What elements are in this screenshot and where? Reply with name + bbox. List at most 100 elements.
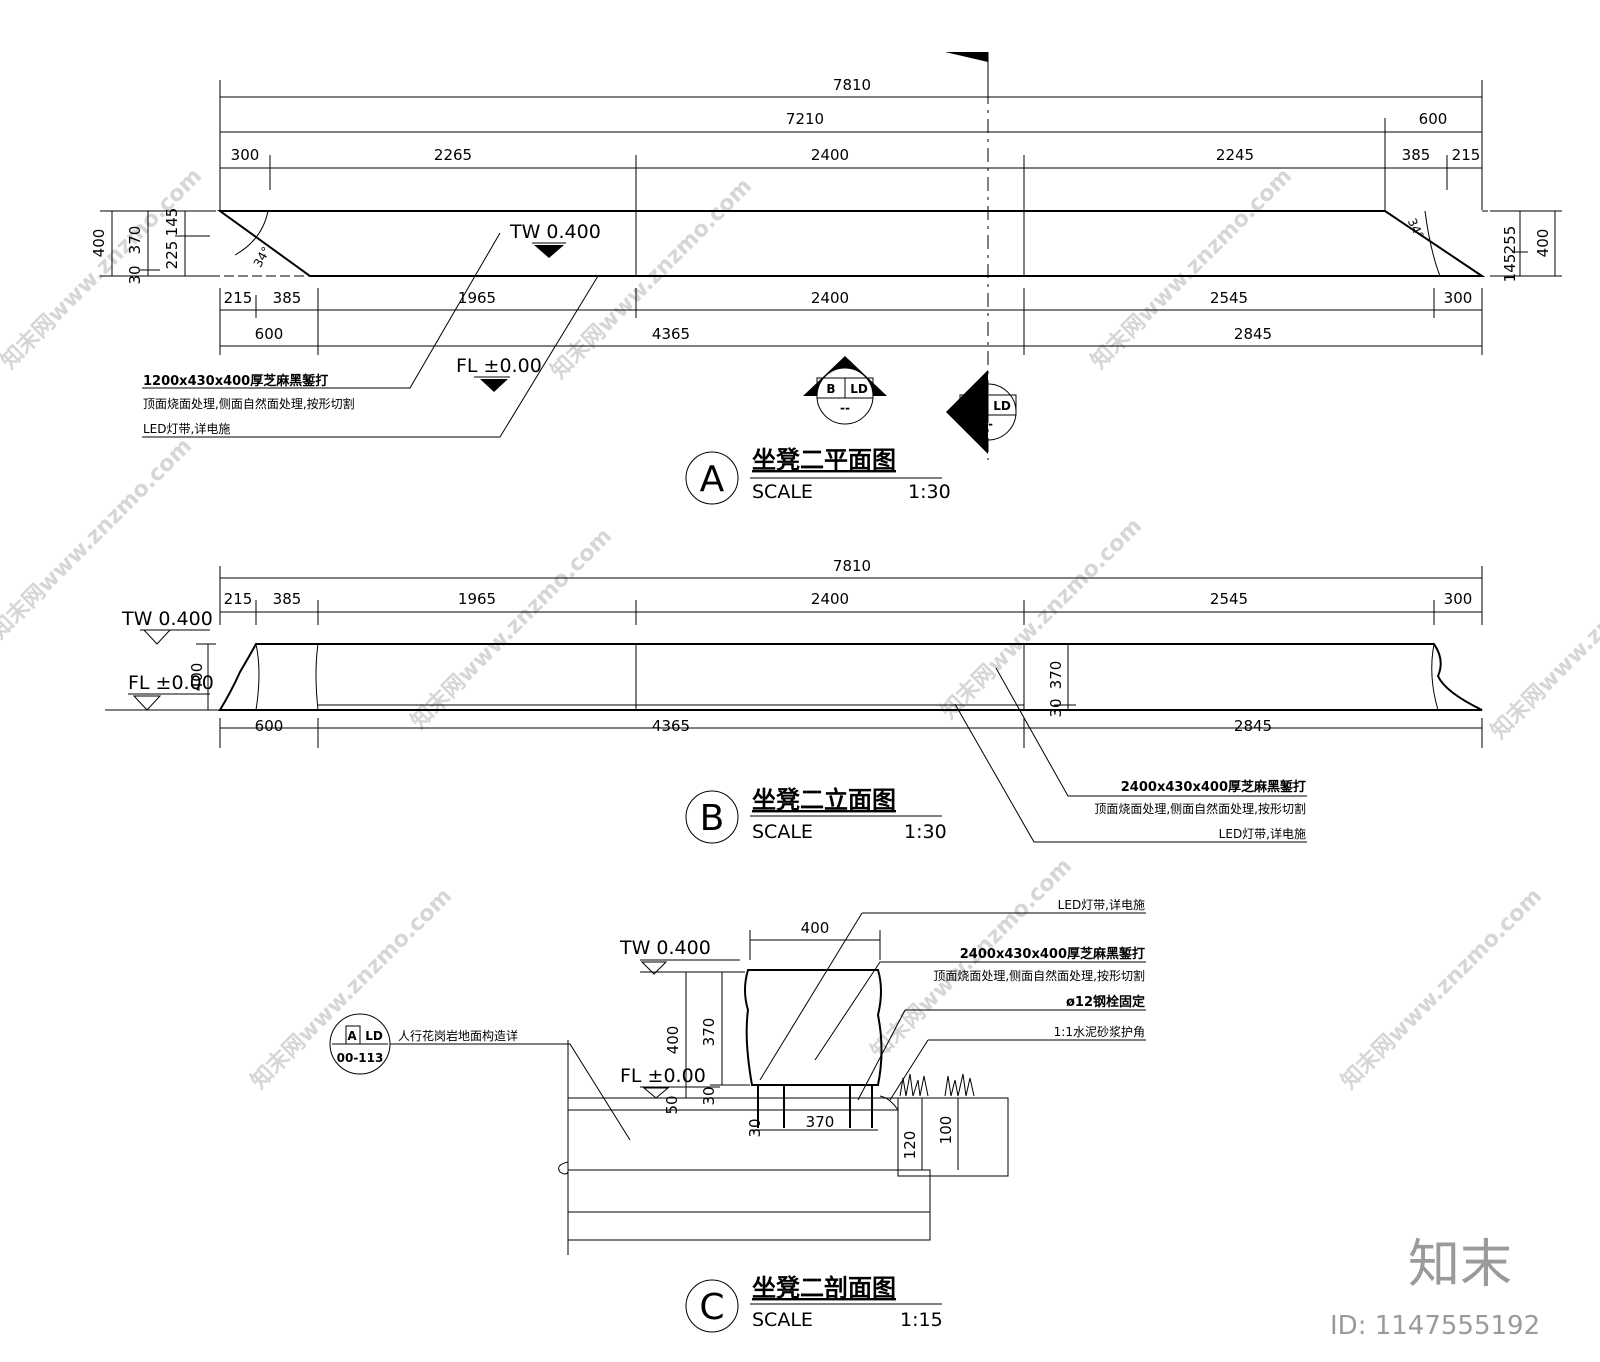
dim-385: 385 <box>1402 146 1431 164</box>
elev-dim-30: 30 <box>1047 698 1065 717</box>
sec-tw-label: TW 0.400 <box>619 937 711 959</box>
dim-b-2400: 2400 <box>811 289 849 307</box>
dim-215: 215 <box>1452 146 1481 164</box>
sec-dim-bottom: 370 <box>806 1113 835 1131</box>
sec-title-label: C <box>699 1287 724 1328</box>
sec-note-pin: ø12钢栓固定 <box>1066 994 1145 1010</box>
watermark-text: 知末网www.znzmo.com <box>1486 533 1600 744</box>
sec-note-stone: 2400x430x400厚芝麻黑錾打 <box>960 946 1145 962</box>
elev-dim-600: 600 <box>255 717 284 735</box>
dim-7210: 7210 <box>786 110 824 128</box>
callout-c-letter: C <box>970 399 979 413</box>
elevation-view: 7810 215 385 1965 2400 2545 300 370 30 4… <box>105 557 1483 844</box>
sec-dim-top: 400 <box>801 919 830 937</box>
dim-2265: 2265 <box>434 146 472 164</box>
watermark-text: 知末网www.znzmo.com <box>936 513 1147 724</box>
plan-title-ring <box>685 451 739 505</box>
sec-tw-marker-icon <box>640 961 668 975</box>
dim-left-145: 145 <box>163 208 181 237</box>
elev-dim-4365: 4365 <box>652 717 690 735</box>
dim-b-1965: 1965 <box>458 289 496 307</box>
section-flag-icon <box>945 52 988 62</box>
section-callout-c[interactable]: C LD -- <box>946 370 1017 454</box>
dim-right-145: 145 <box>1501 254 1519 283</box>
callout-c-sheet: LD <box>993 399 1011 413</box>
paving-ref-letter: A <box>347 1029 357 1043</box>
bench-elevation-outline <box>218 643 1483 711</box>
dim-left-225: 225 <box>163 241 181 270</box>
dim-left-370: 370 <box>126 226 144 255</box>
elev-note-finish: 顶面烧面处理,侧面自然面处理,按形切割 <box>1094 801 1306 816</box>
dim-600: 600 <box>1419 110 1448 128</box>
plan-title: 坐凳二平面图 <box>752 446 896 474</box>
dim-right-255: 255 <box>1501 226 1519 255</box>
elev-fl-label: FL ±0.00 <box>128 672 214 694</box>
plan-note-stone: 1200x430x400厚芝麻黑錾打 <box>143 373 328 389</box>
elev-title-ring <box>685 790 739 844</box>
plan-scale: 1:30 <box>908 481 951 503</box>
elev-dim-2545: 2545 <box>1210 590 1248 608</box>
section-callout-b[interactable]: B LD -- <box>803 356 887 425</box>
elev-dim-2400: 2400 <box>811 590 849 608</box>
elev-tw-label: TW 0.400 <box>121 608 213 630</box>
elev-fl-marker-icon <box>132 695 162 711</box>
dim-overall: 7810 <box>833 76 871 94</box>
sec-note-led: LED灯带,详电施 <box>1058 897 1145 912</box>
sec-dim-370: 370 <box>700 1018 718 1047</box>
elev-dim-215: 215 <box>224 590 253 608</box>
elev-title: 坐凳二立面图 <box>752 786 896 814</box>
gravel-layer <box>567 1169 931 1213</box>
dim-b-2845: 2845 <box>1234 325 1272 343</box>
callout-c-num: -- <box>983 417 993 431</box>
sec-title-ring <box>685 1279 739 1333</box>
elev-dim-370: 370 <box>1047 661 1065 690</box>
sec-dim-a: 30 <box>746 1118 764 1137</box>
callout-b-sheet: LD <box>850 382 868 396</box>
sec-dim-400: 400 <box>664 1026 682 1055</box>
sec-scale: 1:15 <box>900 1309 943 1331</box>
plan-note-led: LED灯带,详电施 <box>143 421 230 436</box>
elev-note-stone: 2400x430x400厚芝麻黑錾打 <box>1121 779 1306 795</box>
sec-title: 坐凳二剖面图 <box>752 1274 896 1302</box>
sec-dim-d: 120 <box>901 1131 919 1160</box>
brand-logo: 知末 <box>1408 1235 1512 1295</box>
fl-level-marker-icon <box>480 379 508 392</box>
sec-note-mortar: 1:1水泥砂浆护角 <box>1054 1024 1145 1039</box>
section-view: 400 400 370 30 370 30 50 <box>329 897 1146 1333</box>
elev-tw-marker-icon <box>142 629 172 645</box>
sec-note-finish: 顶面烧面处理,侧面自然面处理,按形切割 <box>933 968 1145 983</box>
paving-ref-num: 00-113 <box>337 1051 384 1065</box>
plan-scale-word: SCALE <box>752 481 813 503</box>
paving-surface-layer <box>567 1097 899 1111</box>
dim-300: 300 <box>231 146 260 164</box>
elev-dim-2845: 2845 <box>1234 717 1272 735</box>
compacted-soil-layer <box>567 1211 931 1241</box>
watermark-text: 知末网www.znzmo.com <box>1336 883 1547 1094</box>
paving-detail-callout[interactable]: A LD 00-113 <box>329 1013 391 1075</box>
dim-b-4365: 4365 <box>652 325 690 343</box>
dim-b-215: 215 <box>224 289 253 307</box>
stone-block-section <box>744 969 883 1086</box>
grass-icon <box>899 1073 975 1097</box>
dim-b-2545: 2545 <box>1210 289 1248 307</box>
sec-dim-b: 50 <box>663 1095 681 1114</box>
dim-2400: 2400 <box>811 146 849 164</box>
tw-level-marker-icon <box>534 245 564 258</box>
callout-b-num: -- <box>840 401 850 415</box>
concrete-base-layer <box>567 1109 899 1171</box>
dim-b-385: 385 <box>273 289 302 307</box>
dim-left-400: 400 <box>90 229 108 258</box>
dim-b-600: 600 <box>255 325 284 343</box>
dim-2245: 2245 <box>1216 146 1254 164</box>
sec-note-paving: 人行花岗岩地面构造详 <box>398 1028 518 1043</box>
fl-level-label: FL ±0.00 <box>456 355 542 377</box>
dim-right-400: 400 <box>1534 229 1552 258</box>
elev-dim-1965: 1965 <box>458 590 496 608</box>
elev-dim-385: 385 <box>273 590 302 608</box>
tw-level-label: TW 0.400 <box>509 221 601 243</box>
elev-dim-overall: 7810 <box>833 557 871 575</box>
plan-note-finish: 顶面烧面处理,侧面自然面处理,按形切割 <box>143 396 355 411</box>
dim-b-300: 300 <box>1444 289 1473 307</box>
callout-b-letter: B <box>826 382 835 396</box>
